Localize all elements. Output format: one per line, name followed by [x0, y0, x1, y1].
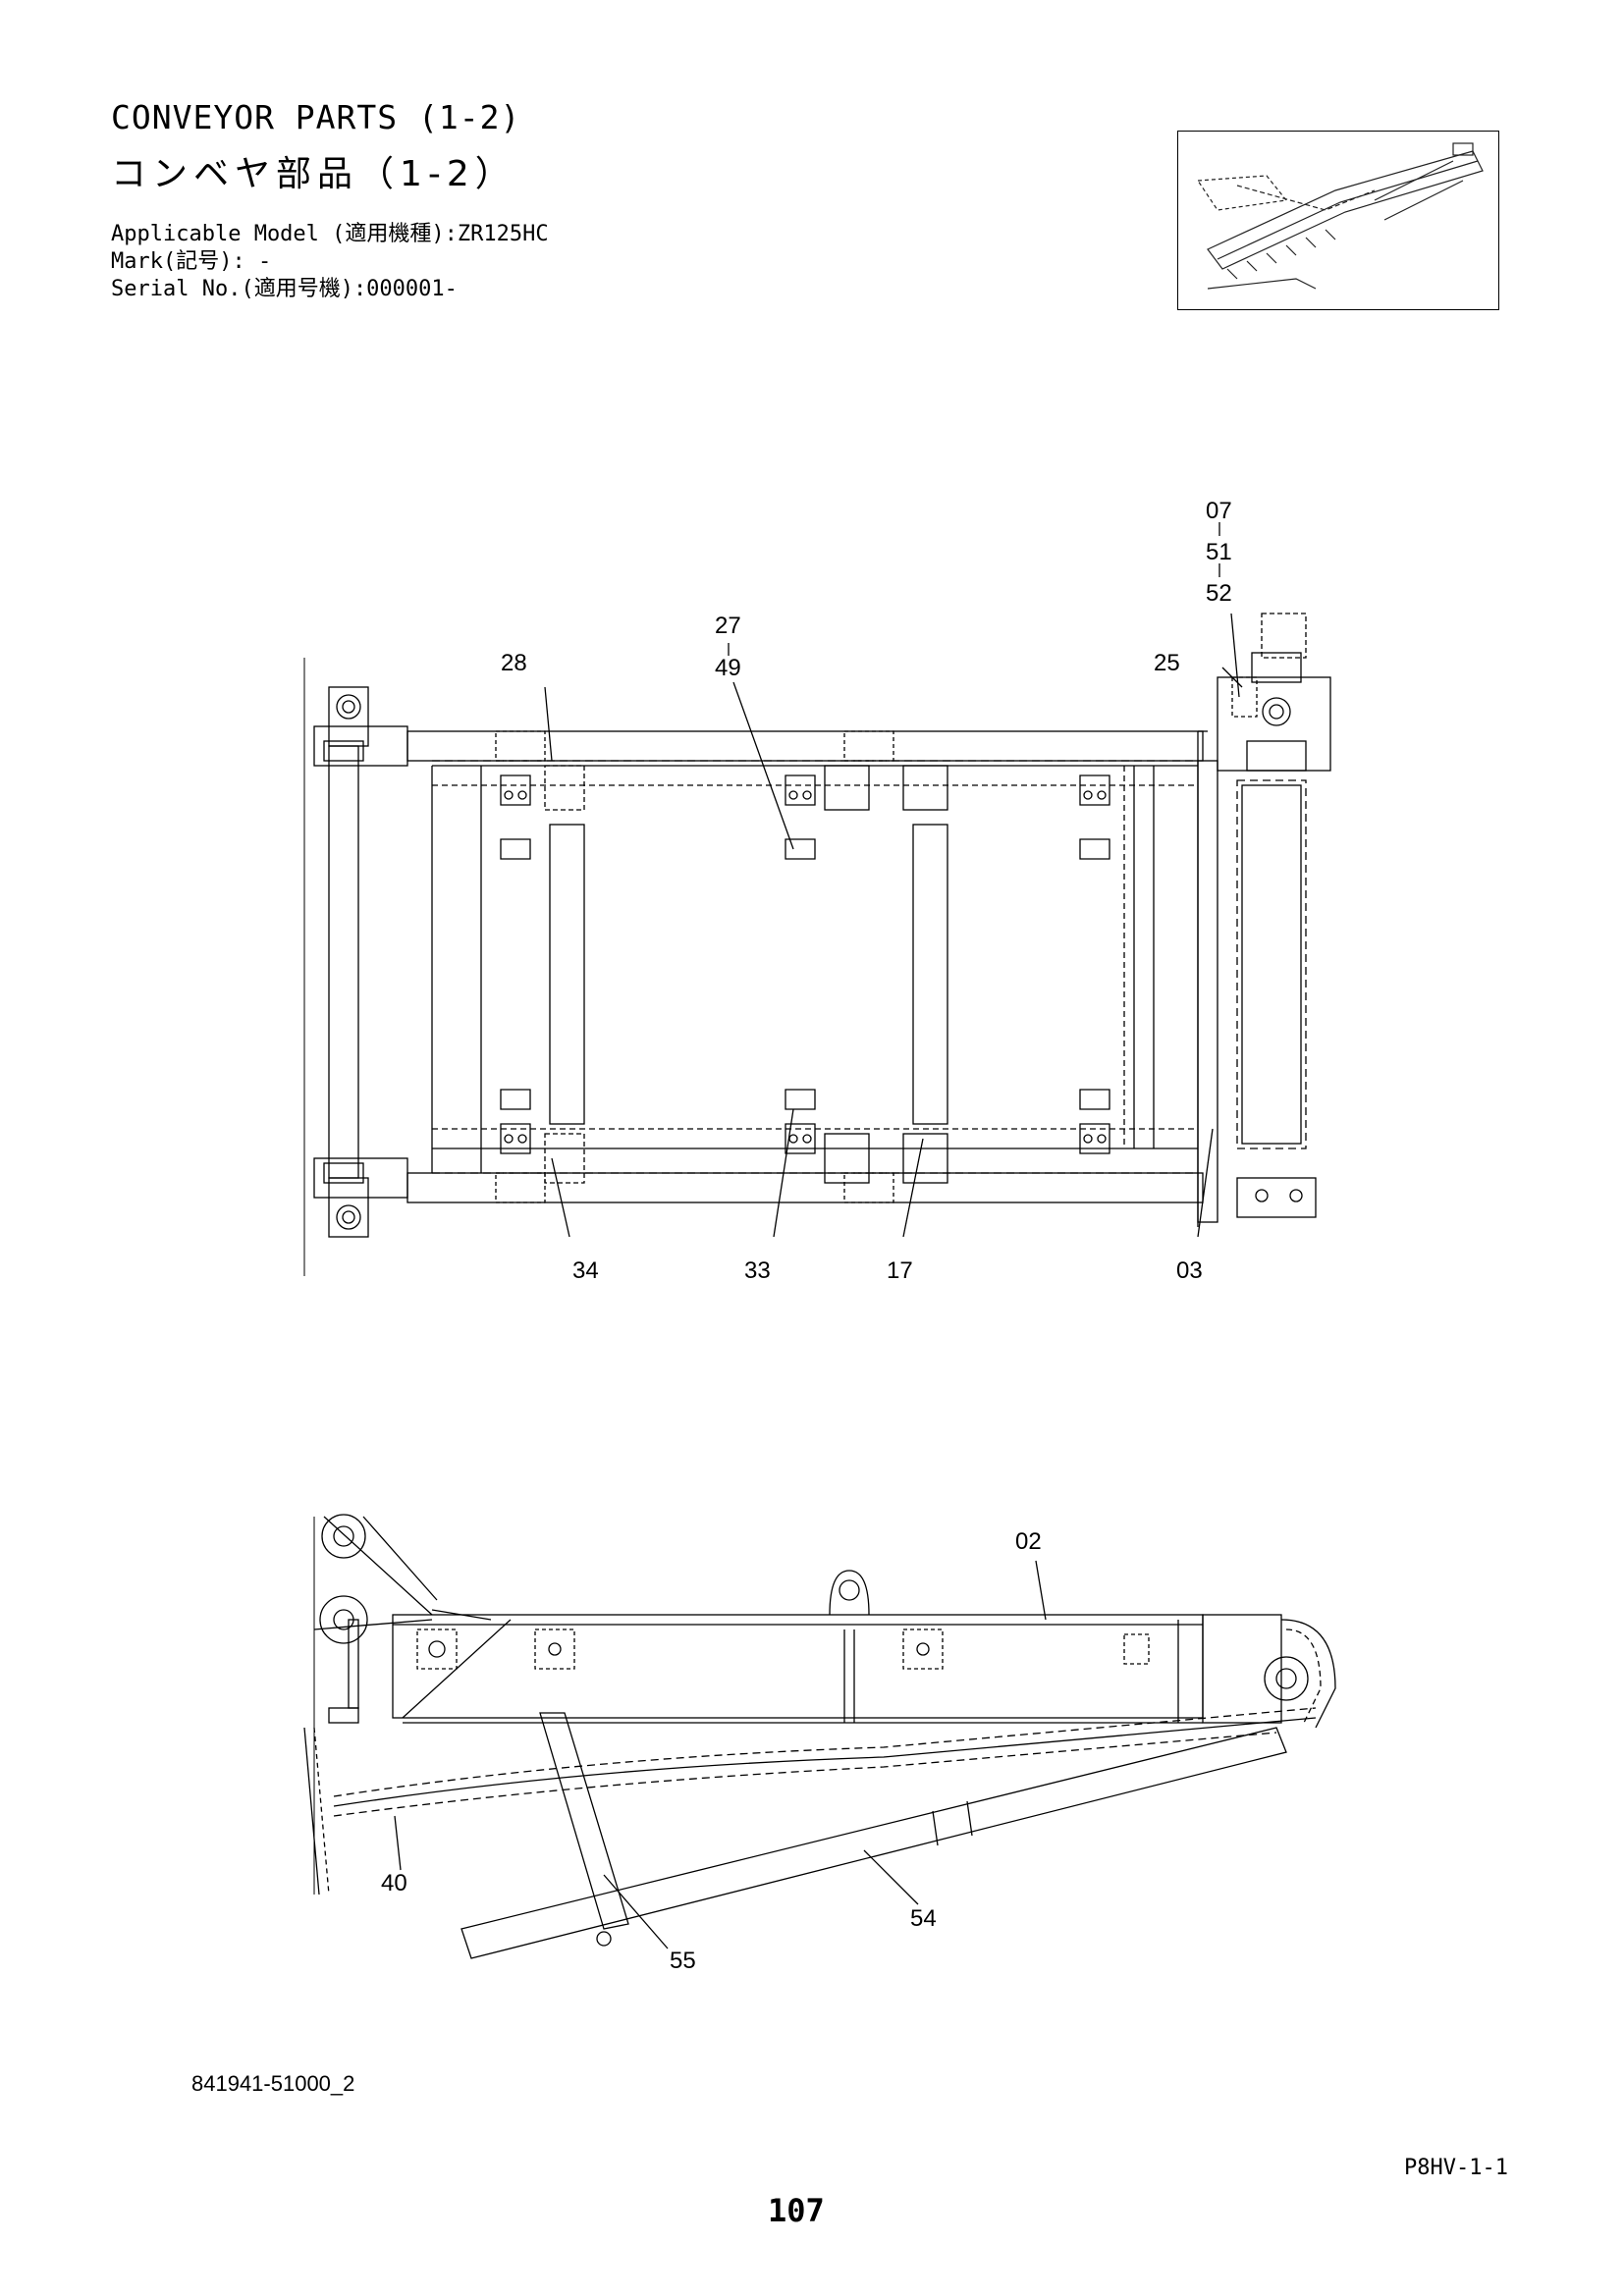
page-number: 107 — [768, 2192, 825, 2229]
callout-25: 25 — [1154, 650, 1180, 676]
callout-54: 54 — [910, 1905, 937, 1932]
thumbnail-drawing — [1196, 142, 1484, 290]
page-title-japanese: コンベヤ部品（1-2） — [111, 154, 516, 194]
callout-40: 40 — [381, 1870, 407, 1896]
page-code: P8HV-1-1 — [1404, 2156, 1508, 2180]
callout-27: 27 — [715, 613, 741, 639]
callout-34: 34 — [572, 1257, 599, 1284]
serial-number: Serial No.(適用号機):000001- — [111, 277, 458, 301]
applicable-model: Applicable Model (適用機種):ZR125HC — [111, 222, 549, 246]
drawing-id: 841941-51000_2 — [191, 2071, 355, 2096]
callout-49: 49 — [715, 655, 741, 681]
callout-03: 03 — [1176, 1257, 1203, 1284]
machine-thumbnail — [1177, 131, 1499, 310]
callout-55: 55 — [670, 1948, 696, 1974]
callout-52: 52 — [1206, 580, 1232, 607]
mark-line: Mark(記号): - — [111, 249, 272, 274]
page-title-english: CONVEYOR PARTS (1-2) — [111, 98, 521, 136]
callout-33: 33 — [744, 1257, 771, 1284]
callout-51: 51 — [1206, 539, 1232, 565]
callout-07: 07 — [1206, 498, 1232, 524]
callout-28: 28 — [501, 650, 527, 676]
idler-brackets — [500, 774, 1110, 1154]
callout-17: 17 — [887, 1257, 913, 1284]
callout-02: 02 — [1015, 1528, 1042, 1555]
